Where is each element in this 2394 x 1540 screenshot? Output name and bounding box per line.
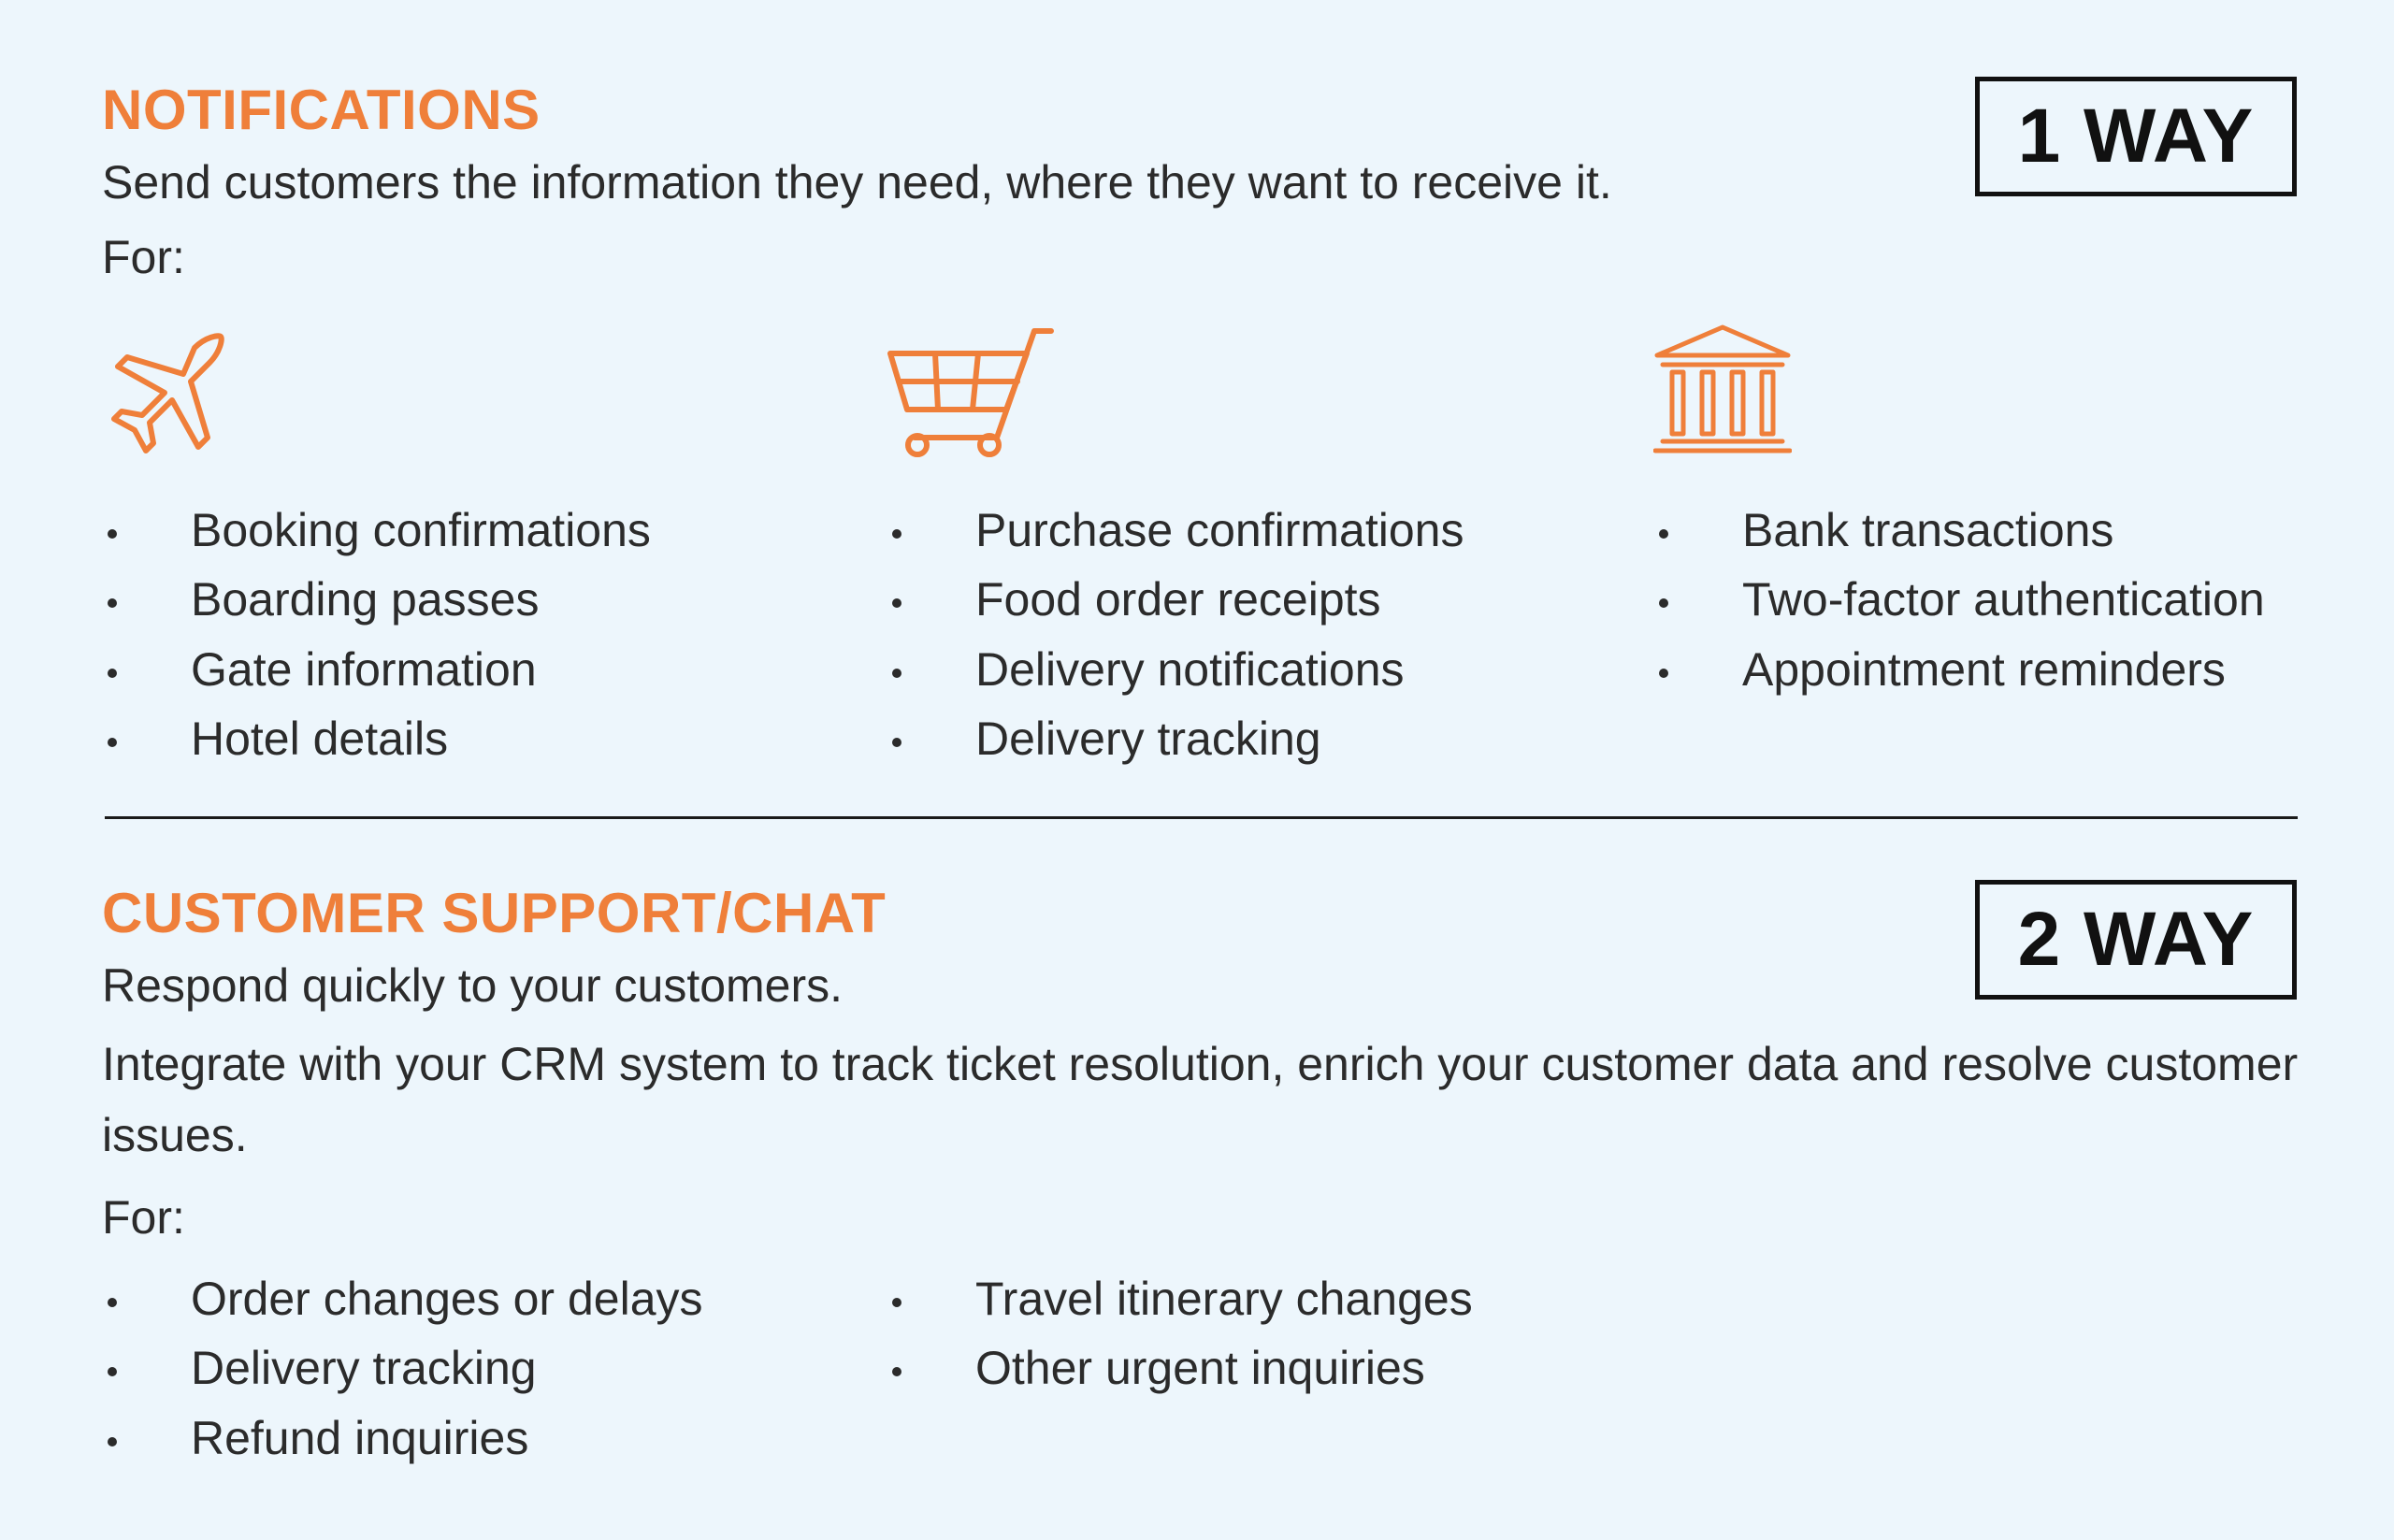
bullet-dot: [108, 738, 117, 748]
support-detail: Integrate with your CRM system to track …: [102, 1038, 2299, 1161]
bullet-dot: [892, 1298, 901, 1307]
list-item: Hotel details: [102, 704, 651, 773]
bullet-dot: [892, 529, 901, 539]
shopping-cart-icon: [887, 327, 1055, 458]
support-title: CUSTOMER SUPPORT/CHAT: [102, 882, 887, 944]
list-item: Booking confirmations: [102, 496, 651, 565]
list-item: Purchase confirmations: [887, 496, 1464, 565]
bullet-dot: [108, 529, 117, 539]
travel-list: Booking confirmations Boarding passes Ga…: [102, 496, 651, 774]
bullet-dot: [1659, 668, 1668, 678]
list-item: Delivery tracking: [887, 704, 1464, 773]
support-list-right: Travel itinerary changes Other urgent in…: [887, 1264, 1473, 1403]
support-list-left: Order changes or delays Delivery trackin…: [102, 1264, 703, 1473]
list-item: Bank transactions: [1653, 496, 2265, 565]
bank-icon: [1653, 324, 1792, 454]
list-item: Appointment reminders: [1653, 635, 2265, 704]
list-item: Refund inquiries: [102, 1403, 703, 1473]
list-item: Delivery tracking: [102, 1333, 703, 1403]
notifications-title: NOTIFICATIONS: [102, 79, 541, 141]
list-item: Delivery notifications: [887, 635, 1464, 704]
list-item: Two-factor authentication: [1653, 565, 2265, 634]
bullet-dot: [1659, 598, 1668, 609]
list-item: Boarding passes: [102, 565, 651, 634]
bullet-dot: [108, 1436, 117, 1446]
two-way-badge: 2 WAY: [1975, 880, 2297, 1000]
bullet-dot: [892, 738, 901, 748]
bullet-dot: [892, 668, 901, 678]
bullet-dot: [892, 598, 901, 609]
bullet-dot: [108, 1367, 117, 1377]
bullet-dot: [892, 1367, 901, 1377]
section-divider: [105, 816, 2298, 819]
bullet-dot: [108, 668, 117, 678]
support-for-label: For:: [102, 1191, 185, 1244]
banking-list: Bank transactions Two-factor authenticat…: [1653, 496, 2265, 704]
one-way-badge: 1 WAY: [1975, 77, 2297, 196]
notifications-description: Send customers the information they need…: [102, 156, 1612, 209]
list-item: Travel itinerary changes: [887, 1264, 1473, 1333]
notifications-for-label: For:: [102, 231, 185, 283]
commerce-list: Purchase confirmations Food order receip…: [887, 496, 1464, 774]
airplane-icon: [101, 327, 228, 454]
bullet-dot: [1659, 529, 1668, 539]
list-item: Food order receipts: [887, 565, 1464, 634]
bullet-dot: [108, 1298, 117, 1307]
support-description: Respond quickly to your customers.: [102, 959, 844, 1012]
list-item: Other urgent inquiries: [887, 1333, 1473, 1403]
list-item: Gate information: [102, 635, 651, 704]
list-item: Order changes or delays: [102, 1264, 703, 1333]
bullet-dot: [108, 598, 117, 609]
